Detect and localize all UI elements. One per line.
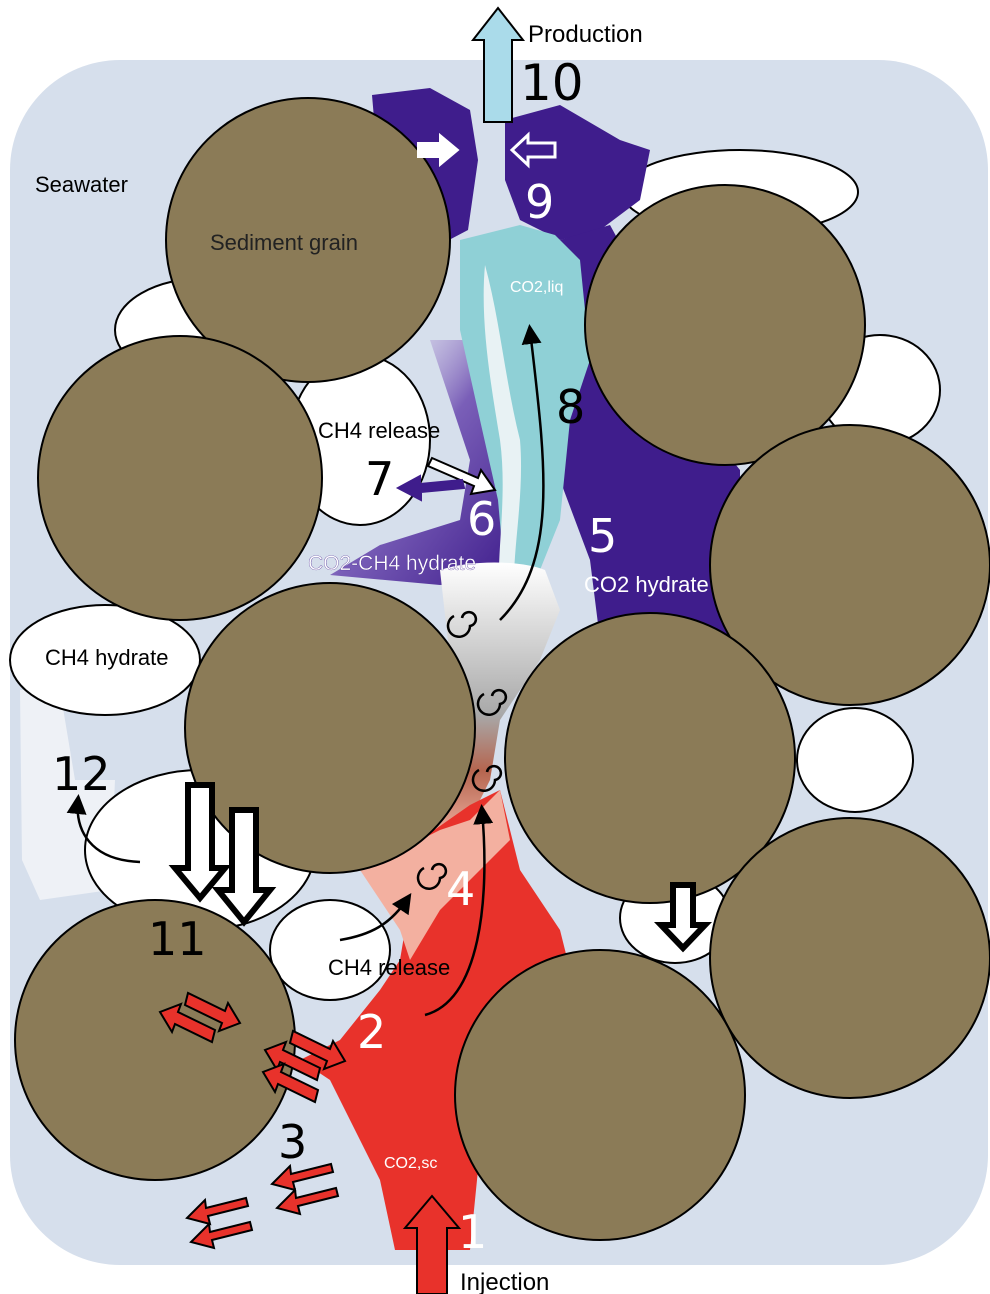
- ch4-release-top-label: CH4 release: [318, 418, 440, 443]
- co2-liquid-label: CO2,liq: [510, 279, 563, 296]
- step-4: 4: [446, 862, 475, 916]
- step-6: 6: [467, 492, 496, 546]
- injection-label: Injection: [460, 1269, 549, 1294]
- step-10: 10: [520, 54, 584, 112]
- seawater-label: Seawater: [35, 172, 128, 197]
- step-7: 7: [365, 452, 394, 506]
- grain-lower-right: [710, 818, 990, 1098]
- step-2: 2: [357, 1005, 386, 1059]
- step-9: 9: [525, 175, 554, 229]
- grain-center-left: [185, 583, 475, 873]
- step-3: 3: [278, 1115, 307, 1169]
- sediment-grain-label: Sediment grain: [210, 230, 358, 255]
- grain-bottom-center: [455, 950, 745, 1240]
- production-label: Production: [528, 21, 643, 48]
- step-11: 11: [148, 912, 207, 966]
- step-1: 1: [458, 1205, 487, 1259]
- co2-hydrate-label: CO2 hydrate: [584, 572, 709, 597]
- co2-supercritical-label: CO2,sc: [384, 1155, 437, 1172]
- ch4-hydrate-label: CH4 hydrate: [45, 645, 169, 670]
- grain-top-right: [585, 185, 865, 465]
- step-12: 12: [52, 747, 111, 801]
- step-5: 5: [588, 509, 617, 563]
- step-8: 8: [556, 380, 585, 434]
- co2-ch4-hydrate-label: CO2-CH4 hydrate: [308, 552, 476, 575]
- ch4-release-bottom-label: CH4 release: [328, 955, 450, 980]
- grain-mid-left: [38, 336, 322, 620]
